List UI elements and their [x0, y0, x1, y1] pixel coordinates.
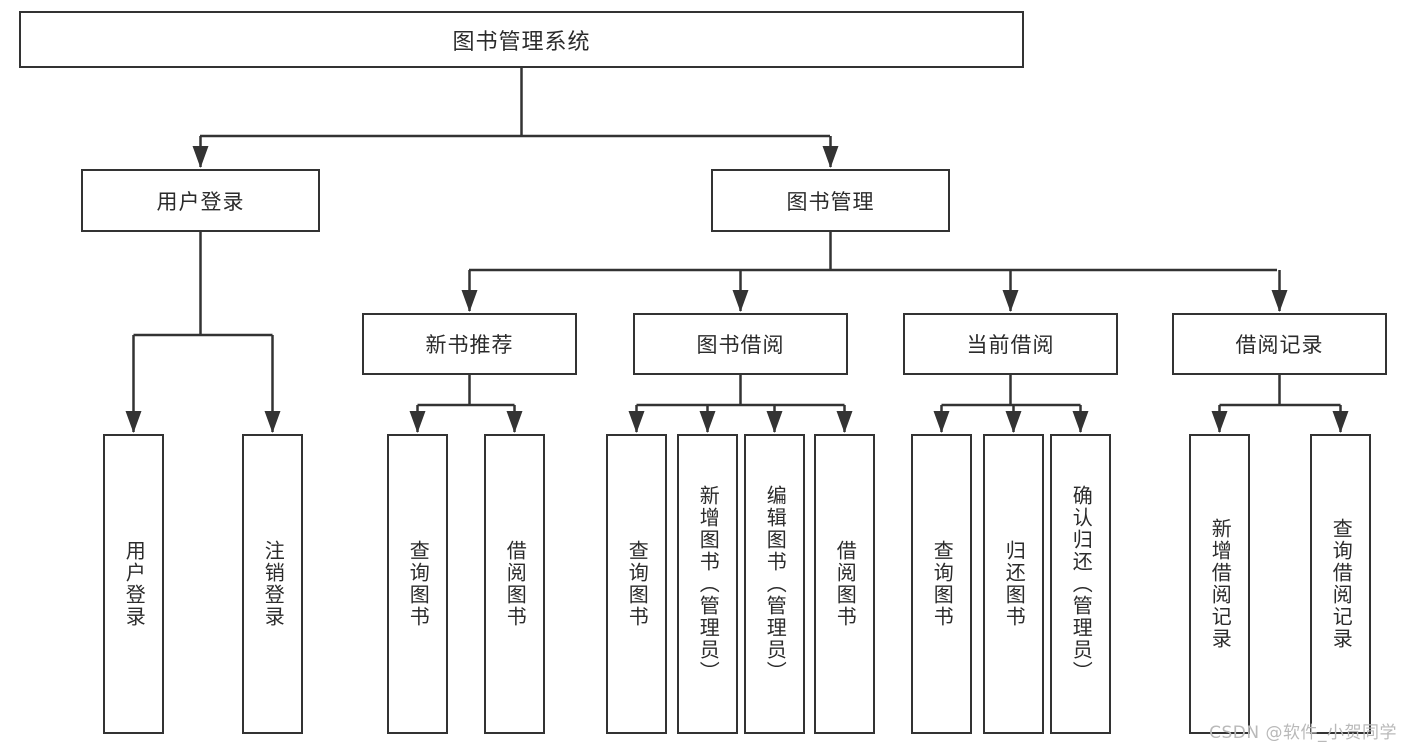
arrowhead-icon	[1332, 411, 1349, 433]
node-label: 用户登录	[122, 540, 147, 628]
node-label: 确认归还（管理员）	[1069, 485, 1094, 683]
node-label: 图书管理	[786, 189, 875, 214]
node-label: 图书管理系统	[452, 29, 591, 55]
arrowhead-icon	[1002, 290, 1019, 312]
node-label: 借阅图书	[833, 540, 858, 628]
node-label: 查询图书	[406, 540, 431, 628]
watermark-label: CSDN @软件_小贺同学	[1209, 723, 1397, 743]
arrowhead-icon	[192, 146, 209, 168]
node-label: 查询图书	[930, 540, 955, 628]
arrowhead-icon	[628, 411, 645, 433]
node-label: 当前借阅	[966, 333, 1055, 357]
node-user-login[interactable]: 用户登录	[81, 169, 320, 232]
node-leaf-query-book-borrow[interactable]: 查询图书	[606, 434, 667, 734]
arrowhead-icon	[1211, 411, 1228, 433]
arrowhead-icon	[699, 411, 716, 433]
arrowhead-icon	[1005, 411, 1022, 433]
node-label: 用户登录	[156, 189, 245, 214]
node-leaf-borrow-book-rec[interactable]: 借阅图书	[484, 434, 545, 734]
node-leaf-borrow-book[interactable]: 借阅图书	[814, 434, 875, 734]
arrowhead-icon	[822, 146, 839, 168]
node-leaf-user-logout[interactable]: 注销登录	[242, 434, 303, 734]
node-leaf-query-book-rec[interactable]: 查询图书	[387, 434, 448, 734]
arrowhead-icon	[766, 411, 783, 433]
arrowhead-icon	[836, 411, 853, 433]
arrowhead-icon	[125, 411, 142, 433]
node-leaf-add-book-admin[interactable]: 新增图书（管理员）	[677, 434, 738, 734]
node-leaf-query-borrow-record[interactable]: 查询借阅记录	[1310, 434, 1371, 734]
node-book-manage[interactable]: 图书管理	[711, 169, 950, 232]
node-leaf-confirm-return-admin[interactable]: 确认归还（管理员）	[1050, 434, 1111, 734]
node-current-borrow[interactable]: 当前借阅	[903, 313, 1118, 375]
node-label: 借阅记录	[1235, 333, 1324, 357]
arrowhead-icon	[1271, 290, 1288, 312]
arrowhead-icon	[461, 290, 478, 312]
arrowhead-icon	[1072, 411, 1089, 433]
node-leaf-return-book[interactable]: 归还图书	[983, 434, 1044, 734]
node-label: 查询借阅记录	[1329, 518, 1354, 650]
node-leaf-edit-book-admin[interactable]: 编辑图书（管理员）	[744, 434, 805, 734]
arrowhead-icon	[732, 290, 749, 312]
node-label: 新增图书（管理员）	[696, 485, 721, 683]
node-label: 新书推荐	[425, 333, 514, 357]
arrowhead-icon	[264, 411, 281, 433]
node-label: 编辑图书（管理员）	[763, 485, 788, 683]
node-label: 查询图书	[625, 540, 650, 628]
node-book-borrow[interactable]: 图书借阅	[633, 313, 848, 375]
node-borrow-record[interactable]: 借阅记录	[1172, 313, 1387, 375]
node-label: 图书借阅	[696, 333, 785, 357]
arrowhead-icon	[409, 411, 426, 433]
node-label: 新增借阅记录	[1208, 518, 1233, 650]
arrowhead-icon	[506, 411, 523, 433]
node-new-book-rec[interactable]: 新书推荐	[362, 313, 577, 375]
arrowhead-icon	[933, 411, 950, 433]
node-root[interactable]: 图书管理系统	[19, 11, 1024, 68]
node-label: 借阅图书	[503, 540, 528, 628]
node-leaf-user-login[interactable]: 用户登录	[103, 434, 164, 734]
node-label: 归还图书	[1002, 540, 1027, 628]
node-label: 注销登录	[261, 540, 286, 628]
node-leaf-add-borrow-record[interactable]: 新增借阅记录	[1189, 434, 1250, 734]
node-leaf-query-book-current[interactable]: 查询图书	[911, 434, 972, 734]
